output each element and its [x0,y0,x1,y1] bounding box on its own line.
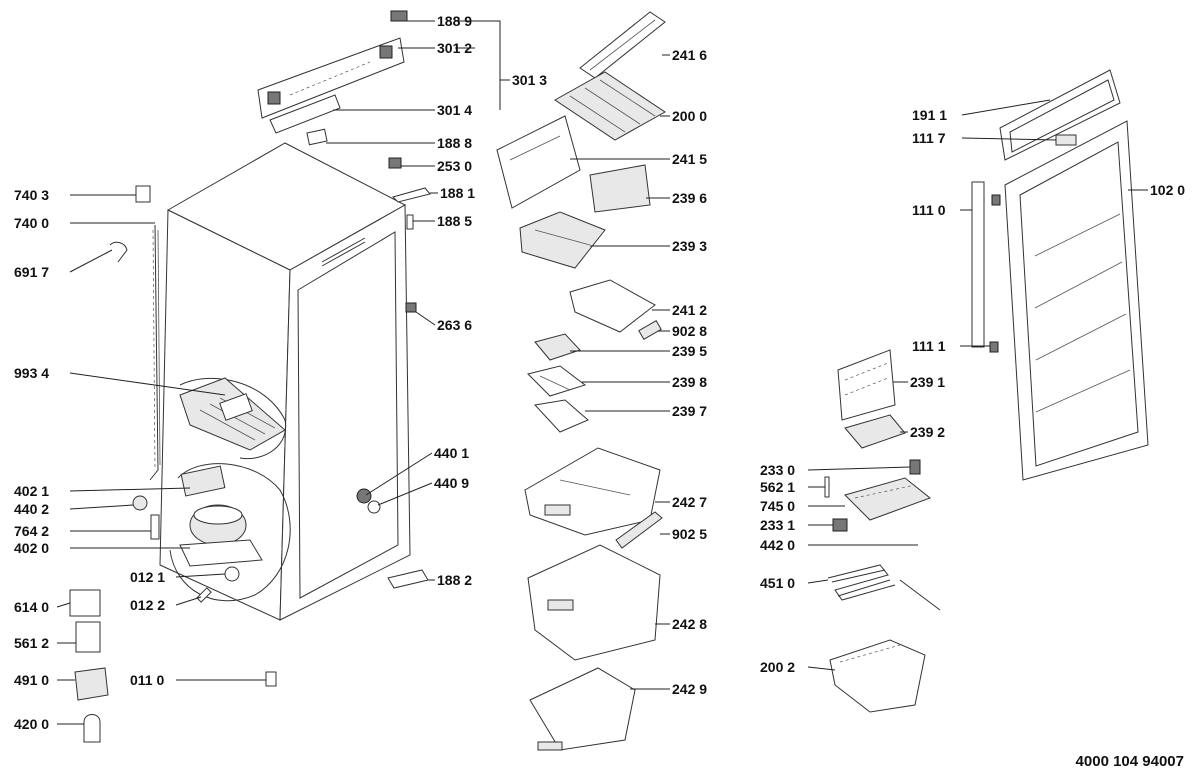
label-191-1: 191 1 [912,107,947,123]
label-402-0: 402 0 [14,540,49,556]
label-188-8: 188 8 [437,135,472,151]
label-691-7: 691 7 [14,264,49,280]
label-242-8: 242 8 [672,616,707,632]
label-242-7: 242 7 [672,494,707,510]
label-111-1: 111 1 [912,338,946,354]
door-assembly [971,69,1149,481]
label-420-0: 420 0 [14,716,49,732]
label-239-7: 239 7 [672,403,707,419]
label-102-0: 102 0 [1150,182,1185,198]
label-764-2: 764 2 [14,523,49,539]
label-188-5: 188 5 [437,213,472,229]
label-440-2: 440 2 [14,501,49,517]
label-012-2: 012 2 [130,597,165,613]
label-111-0: 111 0 [912,202,946,218]
label-239-6: 239 6 [672,190,707,206]
label-440-9: 440 9 [434,475,469,491]
label-200-2: 200 2 [760,659,795,675]
evaporator-tray [179,377,286,451]
label-239-2: 239 2 [910,424,945,440]
label-239-3: 239 3 [672,238,707,254]
label-253-0: 253 0 [437,158,472,174]
document-number: 4000 104 94007 [1076,753,1184,770]
label-491-0: 491 0 [14,672,49,688]
label-239-8: 239 8 [672,374,707,390]
label-242-9: 242 9 [672,681,707,697]
label-561-2: 561 2 [14,635,49,651]
top-panel-parts [257,10,431,313]
label-263-6: 263 6 [437,317,472,333]
label-233-0: 233 0 [760,462,795,478]
part-labels: 188 9 301 2 301 3 301 4 188 8 253 0 188 … [14,13,1185,770]
label-111-7: 111 7 [912,130,946,146]
label-451-0: 451 0 [760,575,795,591]
label-740-3: 740 3 [14,187,49,203]
small-left-parts [69,185,429,743]
label-301-3: 301 3 [512,72,547,88]
label-740-0: 740 0 [14,215,49,231]
right-column-parts [824,349,941,713]
leader-lines [56,20,1148,725]
label-301-2: 301 2 [437,40,472,56]
label-241-5: 241 5 [672,151,707,167]
label-402-1: 402 1 [14,483,49,499]
compressor [179,465,263,567]
label-902-8: 902 8 [672,323,707,339]
label-188-2: 188 2 [437,572,472,588]
label-012-1: 012 1 [130,569,165,585]
label-301-4: 301 4 [437,102,472,118]
label-188-1: 188 1 [440,185,475,201]
label-188-9: 188 9 [437,13,472,29]
label-239-5: 239 5 [672,343,707,359]
label-902-5: 902 5 [672,526,707,542]
label-993-4: 993 4 [14,365,49,381]
label-442-0: 442 0 [760,537,795,553]
label-011-0: 011 0 [130,672,164,688]
label-241-6: 241 6 [672,47,707,63]
middle-column-parts [496,11,666,751]
label-562-1: 562 1 [760,479,795,495]
label-239-1: 239 1 [910,374,945,390]
label-614-0: 614 0 [14,599,49,615]
label-745-0: 745 0 [760,498,795,514]
label-233-1: 233 1 [760,517,795,533]
label-241-2: 241 2 [672,302,707,318]
label-440-1: 440 1 [434,445,469,461]
label-200-0: 200 0 [672,108,707,124]
